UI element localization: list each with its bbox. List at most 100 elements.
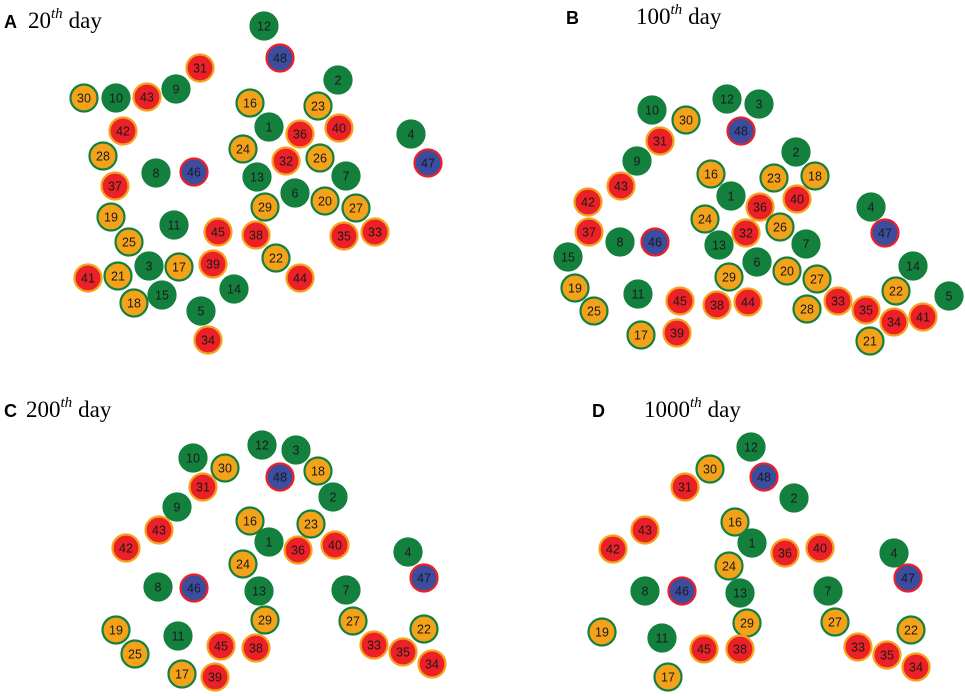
node-label: 37 bbox=[582, 226, 596, 240]
node-circle bbox=[100, 171, 130, 201]
node-8: 8 bbox=[630, 576, 660, 606]
node-48: 48 bbox=[749, 462, 779, 492]
node-3: 3 bbox=[134, 251, 164, 281]
node-33: 33 bbox=[823, 286, 853, 316]
node-circle bbox=[560, 273, 590, 303]
node-45: 45 bbox=[689, 634, 719, 664]
node-24: 24 bbox=[228, 549, 258, 579]
node-circle bbox=[802, 264, 832, 294]
node-circle bbox=[696, 159, 726, 189]
node-circle bbox=[630, 515, 660, 545]
node-circle bbox=[188, 472, 218, 502]
node-19: 19 bbox=[101, 615, 131, 645]
node-circle bbox=[772, 256, 802, 286]
node-22: 22 bbox=[881, 276, 911, 306]
node-circle bbox=[731, 218, 761, 248]
panel-c-letter: C bbox=[4, 401, 17, 421]
node-circle bbox=[712, 84, 742, 114]
node-circle bbox=[623, 279, 653, 309]
node-label: 7 bbox=[825, 585, 832, 599]
node-4: 4 bbox=[856, 192, 886, 222]
node-39: 39 bbox=[200, 662, 230, 692]
node-45: 45 bbox=[206, 631, 236, 661]
node-label: 11 bbox=[168, 219, 181, 233]
node-38: 38 bbox=[702, 290, 732, 320]
panel-a-letter: A bbox=[4, 12, 17, 32]
node-label: 16 bbox=[243, 515, 257, 529]
node-circle bbox=[247, 430, 277, 460]
node-48: 48 bbox=[726, 116, 756, 146]
node-27: 27 bbox=[802, 264, 832, 294]
node-13: 13 bbox=[725, 578, 755, 608]
node-circle bbox=[653, 662, 683, 692]
node-25: 25 bbox=[579, 296, 609, 326]
node-46: 46 bbox=[667, 576, 697, 606]
node-43: 43 bbox=[132, 82, 162, 112]
node-16: 16 bbox=[235, 506, 265, 536]
node-label: 25 bbox=[128, 648, 142, 662]
node-label: 8 bbox=[153, 167, 160, 181]
node-circle bbox=[206, 631, 236, 661]
node-label: 22 bbox=[889, 285, 903, 299]
node-label: 45 bbox=[673, 295, 687, 309]
node-circle bbox=[101, 83, 131, 113]
node-circle bbox=[759, 163, 789, 193]
node-2: 2 bbox=[323, 65, 353, 95]
node-circle bbox=[178, 443, 208, 473]
node-label: 36 bbox=[291, 544, 305, 558]
node-label: 48 bbox=[757, 471, 771, 485]
node-label: 47 bbox=[878, 227, 892, 241]
node-21: 21 bbox=[855, 326, 885, 356]
node-circle bbox=[185, 53, 215, 83]
node-label: 4 bbox=[891, 547, 898, 561]
node-29: 29 bbox=[250, 605, 280, 635]
node-label: 10 bbox=[645, 104, 659, 118]
node-circle bbox=[179, 157, 209, 187]
node-label: 31 bbox=[678, 481, 692, 495]
node-circle bbox=[281, 435, 311, 465]
node-33: 33 bbox=[359, 630, 389, 660]
node-label: 1 bbox=[749, 537, 756, 551]
node-label: 37 bbox=[108, 180, 122, 194]
node-label: 36 bbox=[778, 547, 792, 561]
node-label: 26 bbox=[773, 221, 787, 235]
node-29: 29 bbox=[732, 608, 762, 638]
node-41: 41 bbox=[73, 263, 103, 293]
node-43: 43 bbox=[606, 171, 636, 201]
node-label: 46 bbox=[187, 582, 201, 596]
node-34: 34 bbox=[417, 649, 447, 679]
node-27: 27 bbox=[820, 607, 850, 637]
node-label: 24 bbox=[722, 560, 736, 574]
node-circle bbox=[241, 633, 271, 663]
node-circle bbox=[737, 528, 767, 558]
node-22: 22 bbox=[896, 615, 926, 645]
node-19: 19 bbox=[587, 617, 617, 647]
node-circle bbox=[574, 217, 604, 247]
node-label: 27 bbox=[346, 615, 360, 629]
node-circle bbox=[879, 538, 909, 568]
node-label: 17 bbox=[661, 671, 675, 685]
node-28: 28 bbox=[88, 141, 118, 171]
node-32: 32 bbox=[271, 146, 301, 176]
node-label: 43 bbox=[614, 180, 628, 194]
node-circle bbox=[670, 472, 700, 502]
node-label: 14 bbox=[227, 283, 241, 297]
node-31: 31 bbox=[185, 53, 215, 83]
node-circle bbox=[626, 320, 656, 350]
node-label: 43 bbox=[152, 524, 166, 538]
node-circle bbox=[200, 662, 230, 692]
node-circle bbox=[908, 302, 938, 332]
node-circle bbox=[134, 251, 164, 281]
node-label: 21 bbox=[111, 270, 125, 284]
node-18: 18 bbox=[303, 456, 333, 486]
node-19: 19 bbox=[96, 202, 126, 232]
node-circle bbox=[770, 538, 800, 568]
node-label: 9 bbox=[173, 83, 180, 97]
node-14: 14 bbox=[219, 274, 249, 304]
panel-a-superscript: th bbox=[51, 6, 63, 22]
node-circle bbox=[665, 286, 695, 316]
node-circle bbox=[360, 217, 390, 247]
